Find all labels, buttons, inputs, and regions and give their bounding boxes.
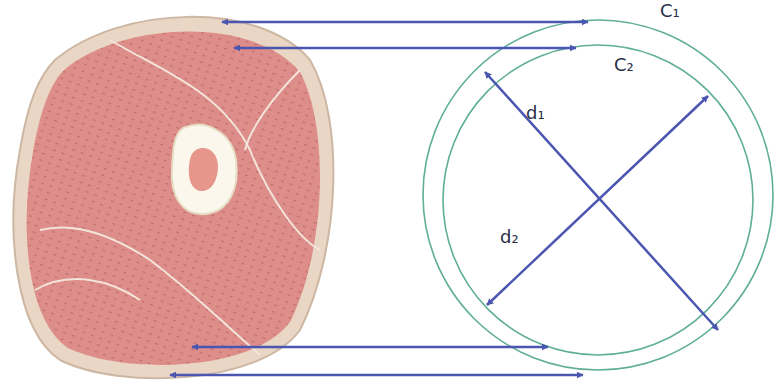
circle-c2 [443,45,753,355]
diameter-label: d₂ [500,228,519,246]
bone [172,125,237,214]
muscle-septa [35,40,320,355]
circle-label: C₂ [614,56,634,74]
diameter-label: d₁ [526,104,545,122]
projection-arrows [170,22,718,375]
bone-marrow [189,148,218,191]
circle-c1 [423,20,773,370]
skin-layer [13,17,333,378]
circle-label: C₁ [660,2,680,20]
muscle-layer [27,32,320,365]
